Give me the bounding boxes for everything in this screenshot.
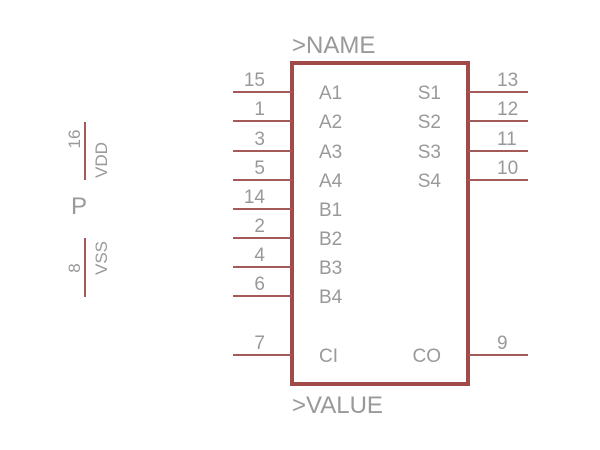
component-name-label: >NAME xyxy=(292,32,375,59)
power-pin-vss: 8 VSS xyxy=(65,238,111,297)
pin-11: 11 S3 xyxy=(418,129,528,163)
pin-10: 10 S4 xyxy=(418,158,528,192)
pin-label: B4 xyxy=(319,287,343,308)
pin-14: 14 B1 xyxy=(233,187,342,221)
pin-number: 12 xyxy=(497,99,518,120)
pin-label: S2 xyxy=(418,112,441,133)
pin-5: 5 A4 xyxy=(233,158,343,192)
right-pin-group: 13 S1 12 S2 11 S3 10 S4 9 CO xyxy=(413,70,528,367)
component-body xyxy=(290,61,470,386)
pin-label: VSS xyxy=(92,241,111,275)
pin-12: 12 S2 xyxy=(418,99,528,133)
pin-label: B1 xyxy=(319,200,342,221)
pin-label: S1 xyxy=(418,83,441,104)
pin-label: A1 xyxy=(319,83,342,104)
pin-label: B3 xyxy=(319,258,342,279)
pin-number: 11 xyxy=(497,129,517,150)
pin-number: 14 xyxy=(244,187,266,208)
pin-label: A2 xyxy=(319,112,342,133)
pin-number: 13 xyxy=(497,70,518,91)
pin-label: CI xyxy=(319,346,338,367)
pin-number: 16 xyxy=(65,130,84,149)
pin-13: 13 S1 xyxy=(418,70,528,104)
pin-number: 2 xyxy=(254,216,265,237)
pin-label: B2 xyxy=(319,229,342,250)
pin-7: 7 CI xyxy=(233,333,338,367)
pin-4: 4 B3 xyxy=(233,245,342,279)
pin-label: S4 xyxy=(418,171,442,192)
pin-number: 15 xyxy=(244,70,265,91)
pin-3: 3 A3 xyxy=(233,129,342,163)
left-pin-group: 15 A1 1 A2 3 A3 5 A4 14 B1 2 B2 xyxy=(233,70,343,367)
pin-6: 6 B4 xyxy=(233,274,343,308)
pin-number: 10 xyxy=(497,158,518,179)
pin-15: 15 A1 xyxy=(233,70,342,104)
power-part: P 16 VDD 8 VSS xyxy=(65,122,111,297)
pin-label: S3 xyxy=(418,142,441,163)
pin-number: 4 xyxy=(254,245,265,266)
pin-number: 1 xyxy=(254,99,265,120)
pin-number: 8 xyxy=(65,263,84,272)
pin-1: 1 A2 xyxy=(233,99,342,133)
pin-label: VDD xyxy=(92,142,111,178)
power-part-label: P xyxy=(71,193,87,220)
component-value-label: >VALUE xyxy=(292,392,383,419)
power-pin-vdd: 16 VDD xyxy=(65,122,111,180)
pin-number: 9 xyxy=(497,333,508,354)
pin-number: 5 xyxy=(254,158,265,179)
pin-label: A4 xyxy=(319,171,343,192)
pin-number: 6 xyxy=(254,274,265,295)
pin-2: 2 B2 xyxy=(233,216,342,250)
pin-label: A3 xyxy=(319,142,342,163)
pin-number: 7 xyxy=(254,333,265,354)
pin-9: 9 CO xyxy=(413,333,528,367)
pin-number: 3 xyxy=(254,129,265,150)
pin-label: CO xyxy=(413,346,442,367)
